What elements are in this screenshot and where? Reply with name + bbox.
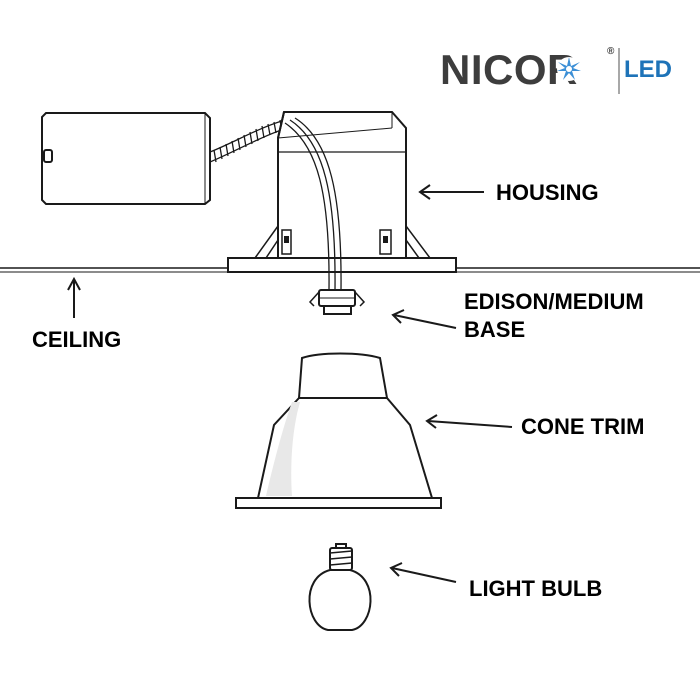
- light-bulb: [308, 543, 372, 631]
- arrow-left-icon: [418, 184, 484, 200]
- label-edison-base-line2: BASE: [464, 317, 526, 342]
- arrow-left-icon: [391, 309, 457, 329]
- label-edison-base-line1: EDISON/MEDIUM: [464, 289, 644, 314]
- flex-conduit: [209, 119, 288, 163]
- label-cone-trim: CONE TRIM: [521, 414, 645, 439]
- cone-trim: [235, 352, 442, 509]
- label-housing: HOUSING: [496, 180, 599, 205]
- edison-socket: [308, 289, 366, 315]
- socket-wires: [284, 117, 342, 291]
- brand-name: NICOR: [440, 46, 578, 93]
- housing-can: [227, 111, 457, 273]
- label-ceiling: CEILING: [32, 327, 122, 352]
- arrow-left-icon: [389, 562, 457, 583]
- arrow-left-icon: [425, 414, 513, 429]
- burst-star-icon: [557, 57, 581, 81]
- label-light-bulb: LIGHT BULB: [469, 576, 603, 601]
- brand-sub: LED: [624, 56, 672, 83]
- arrow-up-icon: [67, 276, 81, 318]
- brand-divider: [618, 48, 620, 94]
- brand-registered-mark: ®: [607, 46, 615, 57]
- junction-box: [41, 112, 211, 205]
